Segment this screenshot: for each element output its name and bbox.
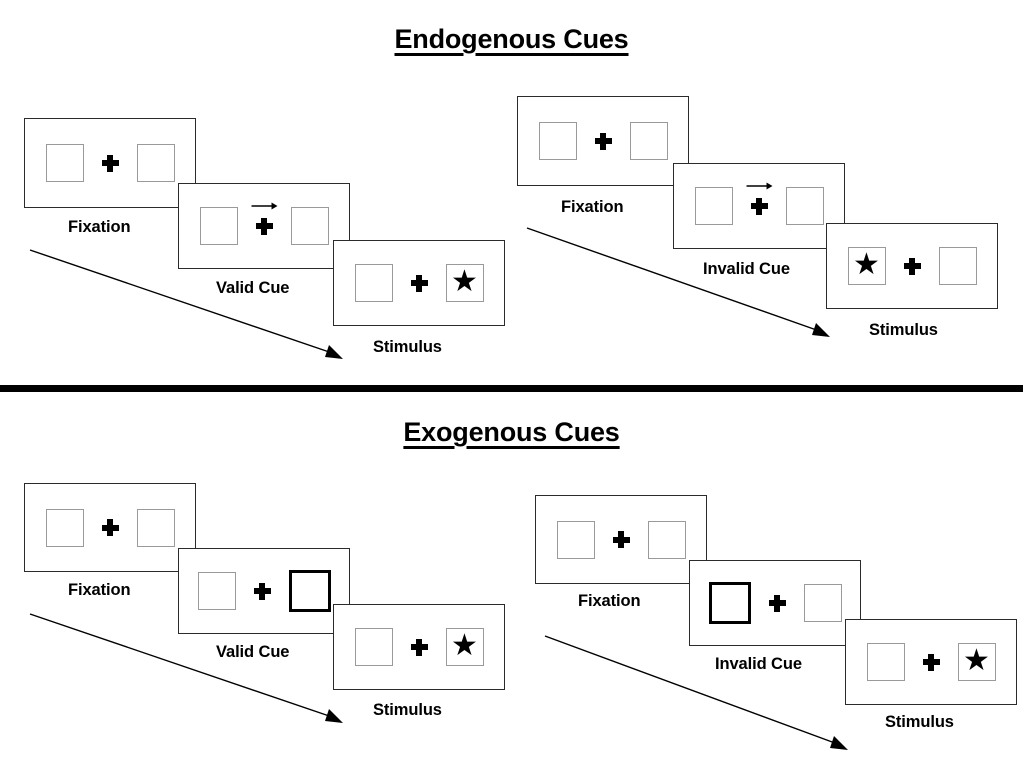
trial-panel-valid-cue bbox=[178, 548, 350, 634]
star-icon: ★ bbox=[853, 248, 880, 281]
fixation-plus-wrap bbox=[410, 274, 428, 292]
panel-content: ★ bbox=[866, 643, 996, 681]
fixation-plus-wrap bbox=[410, 638, 428, 656]
star-icon: ★ bbox=[451, 265, 478, 298]
fixation-plus-wrap bbox=[903, 257, 921, 275]
panel-content bbox=[45, 144, 175, 182]
right-target-box: ★ bbox=[957, 643, 996, 681]
right-target-box bbox=[136, 508, 175, 547]
fixation-plus-wrap bbox=[253, 582, 271, 600]
stage-label-invalid-cue: Invalid Cue bbox=[715, 655, 802, 673]
right-target-box-cued bbox=[288, 570, 331, 612]
star-icon: ★ bbox=[451, 629, 478, 662]
right-target-box bbox=[803, 584, 842, 622]
left-target-box bbox=[45, 508, 84, 547]
cue-arrow-right-icon bbox=[251, 201, 278, 211]
stage-label-fixation: Fixation bbox=[561, 198, 624, 216]
cue-arrow-right-icon bbox=[746, 181, 773, 191]
stage-label-fixation: Fixation bbox=[578, 592, 641, 610]
left-target-box bbox=[45, 144, 84, 182]
fixation-plus-wrap bbox=[746, 182, 773, 215]
left-target-box bbox=[556, 520, 595, 559]
panel-content bbox=[538, 122, 668, 160]
exogenous-section-title: Exogenous Cues bbox=[403, 417, 620, 447]
trial-panel-stimulus: ★ bbox=[333, 604, 505, 690]
trial-panel-invalid-cue bbox=[673, 163, 845, 249]
trial-panel-stimulus: ★ bbox=[826, 223, 998, 309]
fixation-plus-icon bbox=[903, 257, 921, 275]
right-target-box bbox=[647, 520, 686, 559]
right-target-box: ★ bbox=[445, 628, 484, 666]
stage-label-fixation: Fixation bbox=[68, 581, 131, 599]
fixation-plus-wrap bbox=[594, 132, 612, 150]
panel-content bbox=[708, 582, 842, 624]
fixation-plus-icon bbox=[101, 519, 119, 536]
fixation-plus-wrap bbox=[612, 531, 630, 548]
fixation-plus-wrap bbox=[768, 594, 786, 612]
fixation-plus-wrap bbox=[922, 653, 940, 671]
panel-content bbox=[45, 508, 175, 547]
fixation-plus-icon bbox=[594, 132, 612, 150]
left-target-box bbox=[866, 643, 905, 681]
fixation-plus-icon bbox=[410, 638, 428, 656]
right-target-box bbox=[136, 144, 175, 182]
trial-panel-valid-cue bbox=[178, 183, 350, 269]
panel-content: ★ bbox=[847, 247, 977, 285]
left-target-box bbox=[694, 187, 733, 225]
stage-label-fixation: Fixation bbox=[68, 218, 131, 236]
section-divider bbox=[0, 385, 1023, 392]
fixation-plus-icon bbox=[255, 217, 273, 235]
trial-panel-fixation bbox=[24, 483, 196, 572]
stage-label-stimulus: Stimulus bbox=[373, 701, 442, 719]
left-target-box bbox=[538, 122, 577, 160]
fixation-plus-icon bbox=[922, 653, 940, 671]
stage-label-stimulus: Stimulus bbox=[869, 321, 938, 339]
endogenous-section-title: Endogenous Cues bbox=[394, 24, 629, 54]
panel-content bbox=[199, 202, 329, 245]
trial-panel-invalid-cue bbox=[689, 560, 861, 646]
fixation-plus-icon bbox=[410, 274, 428, 292]
left-target-box bbox=[354, 628, 393, 666]
left-target-box: ★ bbox=[847, 247, 886, 285]
left-target-box bbox=[199, 207, 238, 245]
stage-label-stimulus: Stimulus bbox=[885, 713, 954, 731]
right-target-box bbox=[785, 187, 824, 225]
right-target-box bbox=[938, 247, 977, 285]
right-target-box bbox=[629, 122, 668, 160]
panel-content bbox=[556, 520, 686, 559]
stage-label-invalid-cue: Invalid Cue bbox=[703, 260, 790, 278]
fixation-plus-wrap bbox=[101, 154, 119, 172]
trial-panel-fixation bbox=[535, 495, 707, 584]
fixation-plus-icon bbox=[253, 582, 271, 600]
panel-content: ★ bbox=[354, 628, 484, 666]
panel-content bbox=[197, 570, 331, 612]
fixation-plus-icon bbox=[750, 197, 768, 215]
stage-label-valid-cue: Valid Cue bbox=[216, 279, 290, 297]
sequence-flow-arrow bbox=[544, 635, 855, 756]
trial-panel-stimulus: ★ bbox=[333, 240, 505, 326]
fixation-plus-icon bbox=[612, 531, 630, 548]
left-target-box bbox=[197, 572, 236, 610]
fixation-plus-wrap bbox=[101, 519, 119, 536]
trial-panel-stimulus: ★ bbox=[845, 619, 1017, 705]
fixation-plus-wrap bbox=[251, 202, 278, 235]
trial-panel-fixation bbox=[24, 118, 196, 208]
fixation-plus-icon bbox=[768, 594, 786, 612]
stage-label-valid-cue: Valid Cue bbox=[216, 643, 290, 661]
right-target-box bbox=[290, 207, 329, 245]
left-target-box-cued bbox=[708, 582, 751, 624]
panel-content: ★ bbox=[354, 264, 484, 302]
right-target-box: ★ bbox=[445, 264, 484, 302]
trial-panel-fixation bbox=[517, 96, 689, 186]
stage-label-stimulus: Stimulus bbox=[373, 338, 442, 356]
panel-content bbox=[694, 182, 824, 225]
star-icon: ★ bbox=[963, 644, 990, 677]
left-target-box bbox=[354, 264, 393, 302]
fixation-plus-icon bbox=[101, 154, 119, 172]
